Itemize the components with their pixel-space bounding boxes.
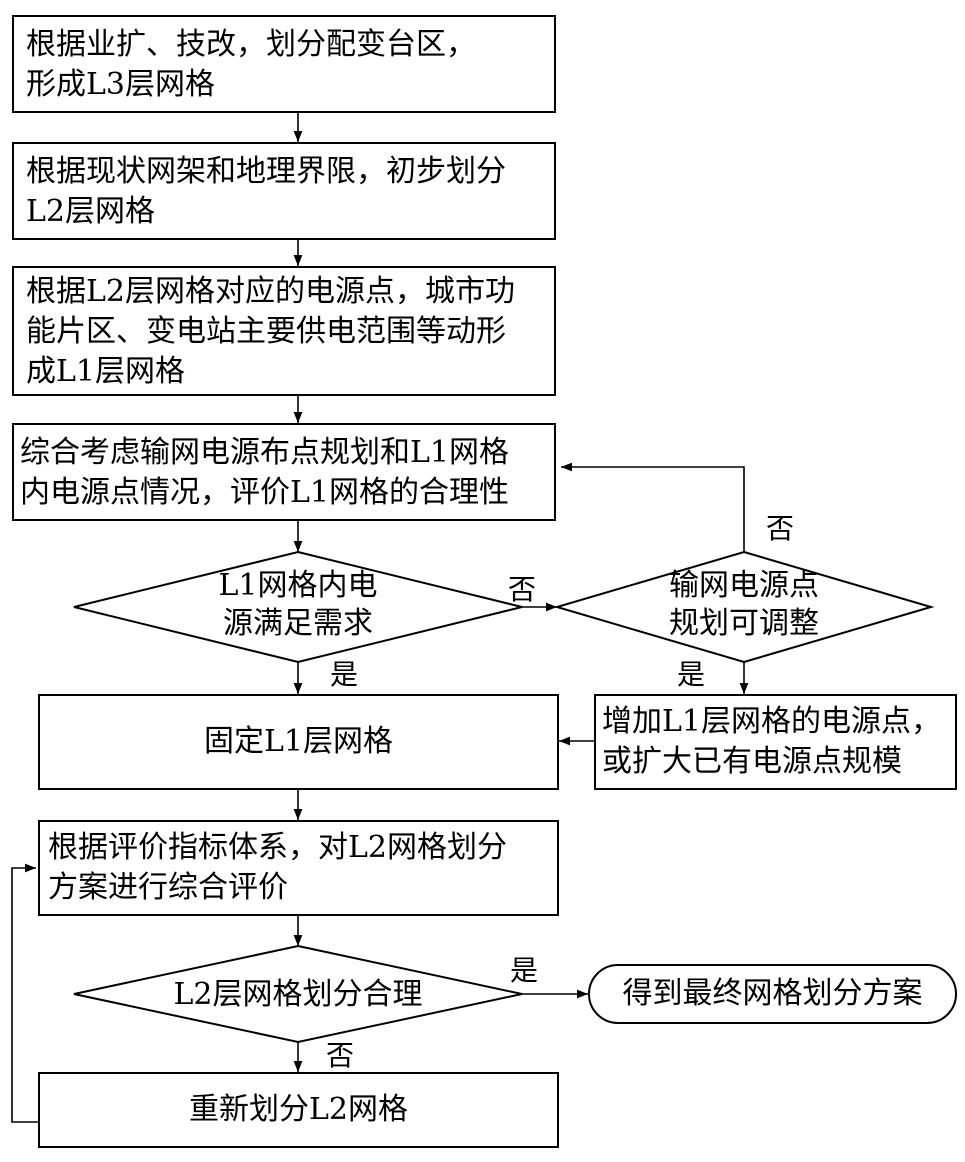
step-l3-line-1: 根据业扩、技改，划分配变台区， — [26, 27, 476, 62]
step-l3-line-2: 形成L3层网格 — [26, 67, 216, 102]
decision-d2-line-2: 规划可调整 — [669, 606, 819, 641]
step-l3-grid: 根据业扩、技改，划分配变台区， 形成L3层网格 — [12, 15, 556, 113]
decision-d3-text: L2层网格划分合理 — [173, 977, 423, 1012]
label-d1-yes: 是 — [330, 658, 359, 691]
end-terminal: 得到最终网格划分方案 — [588, 964, 957, 1024]
decision-d2-shape — [553, 550, 935, 664]
decision-d1-shape — [73, 550, 523, 664]
step-redivide-l2: 重新划分L2网格 — [38, 1072, 559, 1148]
decision-d1-line-1: L1网格内电 — [218, 568, 378, 603]
label-d3-yes: 是 — [510, 954, 539, 987]
step-l2-initial: 根据现状网架和地理界限，初步划分 L2层网格 — [12, 142, 556, 240]
step-fix-l1-text: 固定L1层网格 — [203, 724, 393, 759]
decision-d3-shape — [73, 944, 523, 1044]
step-evaluate-l1: 综合考虑输网电源布点规划和L1网格 内电源点情况，评价L1网格的合理性 — [12, 423, 556, 521]
decision-d1-line-2: 源满足需求 — [223, 606, 373, 641]
step-eval-l2-line-1: 根据评价指标体系，对L2网格划分 — [48, 830, 508, 865]
step-add-source: 增加L1层网格的电源点， 或扩大已有电源点规模 — [594, 694, 957, 790]
label-d2-no: 否 — [766, 512, 795, 545]
arrow-s8-s7 — [11, 863, 38, 1123]
arrow-d2-s4 — [561, 462, 745, 552]
step-fix-l1: 固定L1层网格 — [38, 694, 559, 790]
label-d1-no: 否 — [508, 573, 537, 606]
step-l1-line-3: 成L1层网格 — [26, 354, 186, 389]
step-l1-line-1: 根据L2层网格对应的电源点，城市功 — [26, 274, 516, 309]
decision-d2-line-1: 输网电源点 — [669, 568, 819, 603]
label-d3-no: 否 — [326, 1039, 355, 1072]
step-add-source-line-2: 或扩大已有电源点规模 — [602, 744, 902, 779]
step-l1-line-2: 能片区、变电站主要供电范围等动形 — [26, 314, 506, 349]
step-l2-line-1: 根据现状网架和地理界限，初步划分 — [26, 154, 506, 189]
step-redivide-l2-text: 重新划分L2网格 — [188, 1092, 408, 1127]
end-terminal-text: 得到最终网格划分方案 — [622, 976, 923, 1011]
label-d2-yes: 是 — [677, 658, 706, 691]
step-eval-l1-line-1: 综合考虑输网电源布点规划和L1网格 — [20, 435, 510, 470]
step-l2-line-2: L2层网格 — [26, 194, 156, 229]
step-evaluate-l2: 根据评价指标体系，对L2网格划分 方案进行综合评价 — [38, 820, 559, 916]
step-add-source-line-1: 增加L1层网格的电源点， — [602, 704, 942, 739]
step-l1-form: 根据L2层网格对应的电源点，城市功 能片区、变电站主要供电范围等动形 成L1层网… — [12, 266, 556, 396]
step-eval-l1-line-2: 内电源点情况，评价L1网格的合理性 — [20, 475, 510, 510]
step-eval-l2-line-2: 方案进行综合评价 — [48, 870, 288, 905]
